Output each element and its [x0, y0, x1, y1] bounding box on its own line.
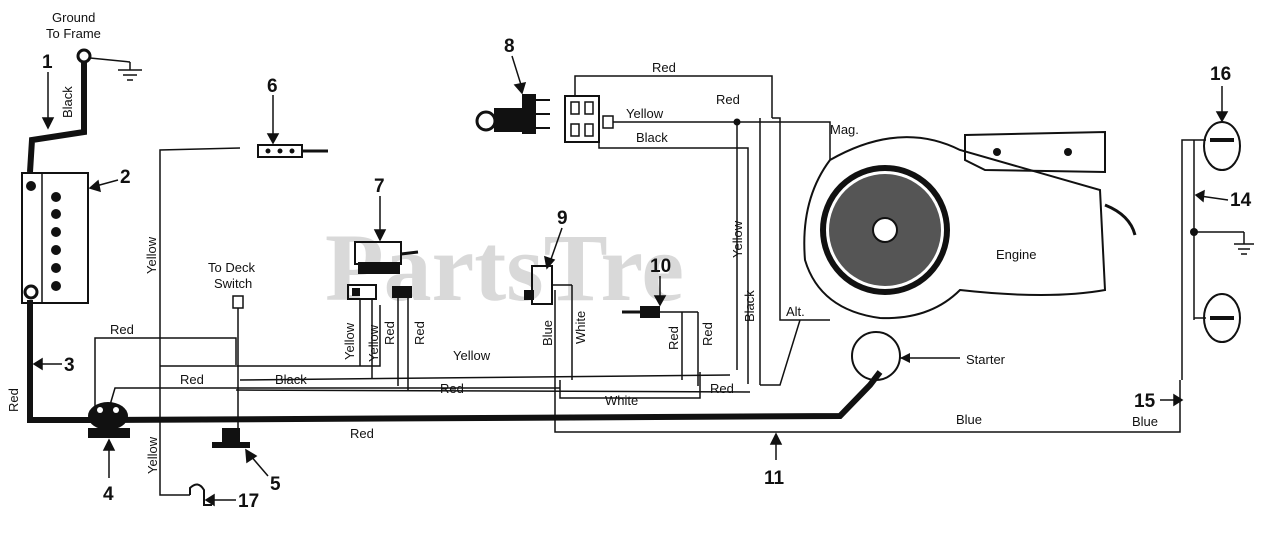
wire-label-black-vertical: Black	[742, 290, 757, 322]
wire-label-yellow-left: Yellow	[144, 236, 159, 274]
seat-switch	[212, 428, 250, 448]
key-switch-wires	[574, 75, 831, 386]
key-switch	[475, 94, 614, 143]
red-main-cable	[109, 370, 883, 423]
wire-label-blue-engine: Blue	[956, 412, 982, 427]
callout-14: 14	[1230, 190, 1252, 211]
wire-label-red-left: Red	[6, 388, 21, 412]
callout-arrows	[32, 55, 1229, 507]
junction-dot	[733, 118, 741, 126]
wire-label-red-top-left: Red	[110, 322, 134, 337]
callout-6: 6	[267, 76, 278, 97]
connector-17	[189, 483, 212, 506]
wire-label-red-7a: Red	[382, 321, 397, 345]
deck-label-line1: To Deck	[208, 260, 255, 275]
starter-motor	[851, 331, 960, 381]
part-9-switch	[524, 265, 573, 380]
red-battery-cable	[27, 300, 110, 423]
relay	[347, 241, 419, 300]
callout-4: 4	[103, 484, 114, 505]
part-6-connector	[257, 144, 328, 158]
callout-17: 17	[238, 491, 259, 512]
engine-mag-label: Mag.	[830, 122, 859, 137]
wire-label-white-run: White	[605, 393, 638, 408]
wire-label-black-key: Black	[636, 130, 668, 145]
wire-label-yellow-7a: Yellow	[342, 322, 357, 360]
callout-15: 15	[1134, 391, 1156, 412]
frame-ground-symbol	[76, 48, 142, 81]
wire-label-red-sol-a: Red	[666, 326, 681, 350]
wire-label-blue-right: Blue	[1132, 414, 1158, 429]
wire-label-yellow-key: Yellow	[626, 106, 664, 121]
wire-label-red-top: Red	[652, 60, 676, 75]
ground-label-line1: Ground	[52, 10, 95, 25]
wire-label-blue-switch: Blue	[540, 320, 555, 346]
battery	[21, 172, 89, 304]
engine-alt-label: Alt.	[786, 304, 805, 319]
part-10-component	[622, 306, 699, 386]
deck-switch-connector	[232, 295, 244, 309]
callout-3: 3	[64, 355, 75, 376]
left-harness	[94, 147, 1181, 496]
callout-9: 9	[557, 208, 568, 229]
engine-label: Engine	[996, 247, 1036, 262]
wire-label-yellow-low: Yellow	[145, 436, 160, 474]
relay-wires	[359, 298, 409, 390]
callout-5: 5	[270, 474, 281, 495]
wire-label-black-mid: Black	[275, 372, 307, 387]
callout-11: 11	[764, 468, 785, 489]
callout-8: 8	[504, 36, 515, 57]
black-ground-wire	[27, 62, 87, 173]
callout-16: 16	[1210, 64, 1231, 85]
solenoid	[88, 402, 130, 438]
wire-label-yellow-7b: Yellow	[366, 324, 381, 362]
wire-label-red-lower-right: Red	[710, 381, 734, 396]
wire-label-red-key: Red	[716, 92, 740, 107]
ground-label-line2: To Frame	[46, 26, 101, 41]
wire-label-red-7b: Red	[412, 321, 427, 345]
callout-1: 1	[42, 52, 53, 73]
wire-label-red-run: Red	[440, 381, 464, 396]
wire-label-yellow-vertical: Yellow	[730, 220, 745, 258]
wire-label-red-main: Red	[350, 426, 374, 441]
engine	[803, 130, 1137, 320]
wire-label-red-mid-left: Red	[180, 372, 204, 387]
wire-label-black-ground: Black	[60, 86, 75, 118]
wire-label-white-switch: White	[573, 311, 588, 344]
callout-2: 2	[120, 167, 131, 188]
starter-label: Starter	[966, 352, 1006, 367]
headlights	[1181, 121, 1254, 380]
wire-label-yellow-run: Yellow	[453, 348, 491, 363]
callout-7: 7	[374, 176, 385, 197]
wire-label-red-sol-b: Red	[700, 322, 715, 346]
callout-10: 10	[650, 256, 671, 277]
deck-label-line2: Switch	[214, 276, 252, 291]
